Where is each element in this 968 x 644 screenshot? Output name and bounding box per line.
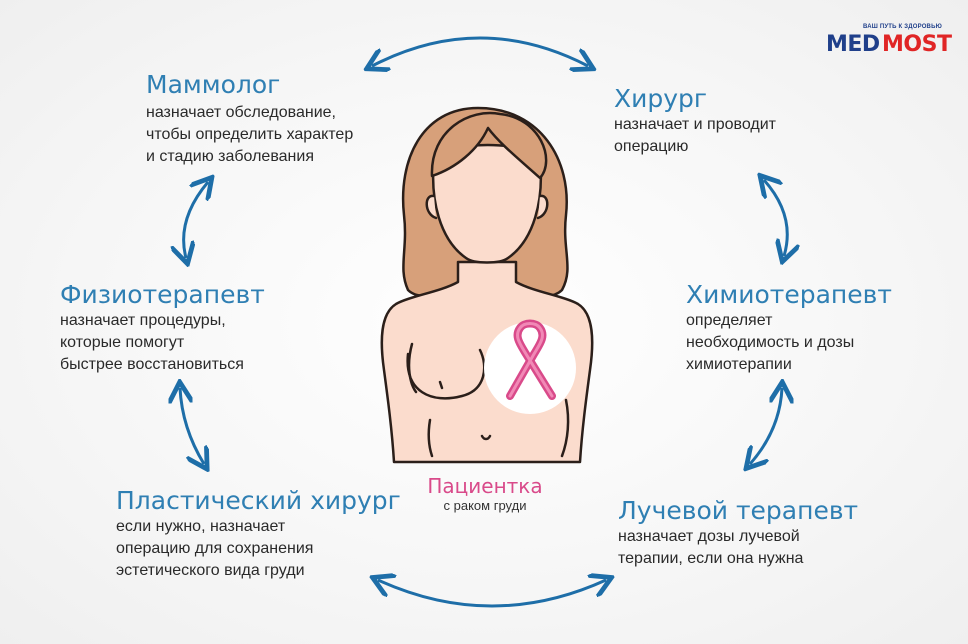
chemo-description: определяет необходимость и дозы химиотер… [686,310,854,376]
double-arrow-icon [750,388,782,464]
surgeon-title: Хирург [614,84,708,113]
double-arrow-icon [378,580,606,608]
patient-title: Пациентка [427,474,543,498]
double-arrow-icon [184,182,208,258]
surgeon-line: операцию [614,138,689,155]
radio-description: назначает дозы лучевой терапии, если она… [618,526,803,570]
radio-title: Лучевой терапевт [618,496,859,525]
mammolog-title: Маммолог [146,70,281,99]
mammolog-description: назначает обследование, чтобы определить… [146,102,353,168]
physio-description: назначает процедуры, которые помогут быс… [60,310,244,376]
physio-line: которые помогут [60,334,185,351]
mammolog-line: назначает обследование, [146,104,336,121]
chemo-title: Химиотерапевт [686,280,892,309]
plastic-line: если нужно, назначает [116,518,286,535]
double-arrow-icon [372,36,588,66]
patient-figure [380,106,594,464]
medmost-logo: ВАШ ПУТЬ К ЗДОРОВЬЮ MED MOST [826,24,952,58]
plastic-line: эстетического вида груди [116,562,305,579]
pink-ribbon-icon [484,319,576,414]
mammolog-line: чтобы определить характер [146,126,354,143]
physio-line: быстрее восстановиться [60,356,244,373]
plastic-description: если нужно, назначает операцию для сохра… [116,516,313,582]
surgeon-description: назначает и проводит операцию [614,114,776,158]
physio-title: Физиотерапевт [60,280,265,309]
plastic-title: Пластический хирург [116,486,401,515]
physio-line: назначает процедуры, [60,312,226,329]
logo-tagline: ВАШ ПУТЬ К ЗДОРОВЬЮ [862,24,942,30]
double-arrow-icon [180,388,204,464]
logo-text-most: MOST [882,32,952,57]
chemo-line: определяет [686,312,773,329]
logo-text-med: MED [826,32,880,57]
mammolog-line: и стадию заболевания [146,148,314,165]
chemo-line: необходимость и дозы [686,334,855,351]
plastic-line: операцию для сохранения [116,540,314,557]
surgeon-line: назначает и проводит [614,116,776,133]
patient-subtitle: с раком груди [443,498,527,513]
chemo-line: химиотерапии [686,356,792,373]
radio-line: назначает дозы лучевой [618,528,800,545]
radio-line: терапии, если она нужна [618,550,804,567]
double-arrow-icon [764,180,787,256]
